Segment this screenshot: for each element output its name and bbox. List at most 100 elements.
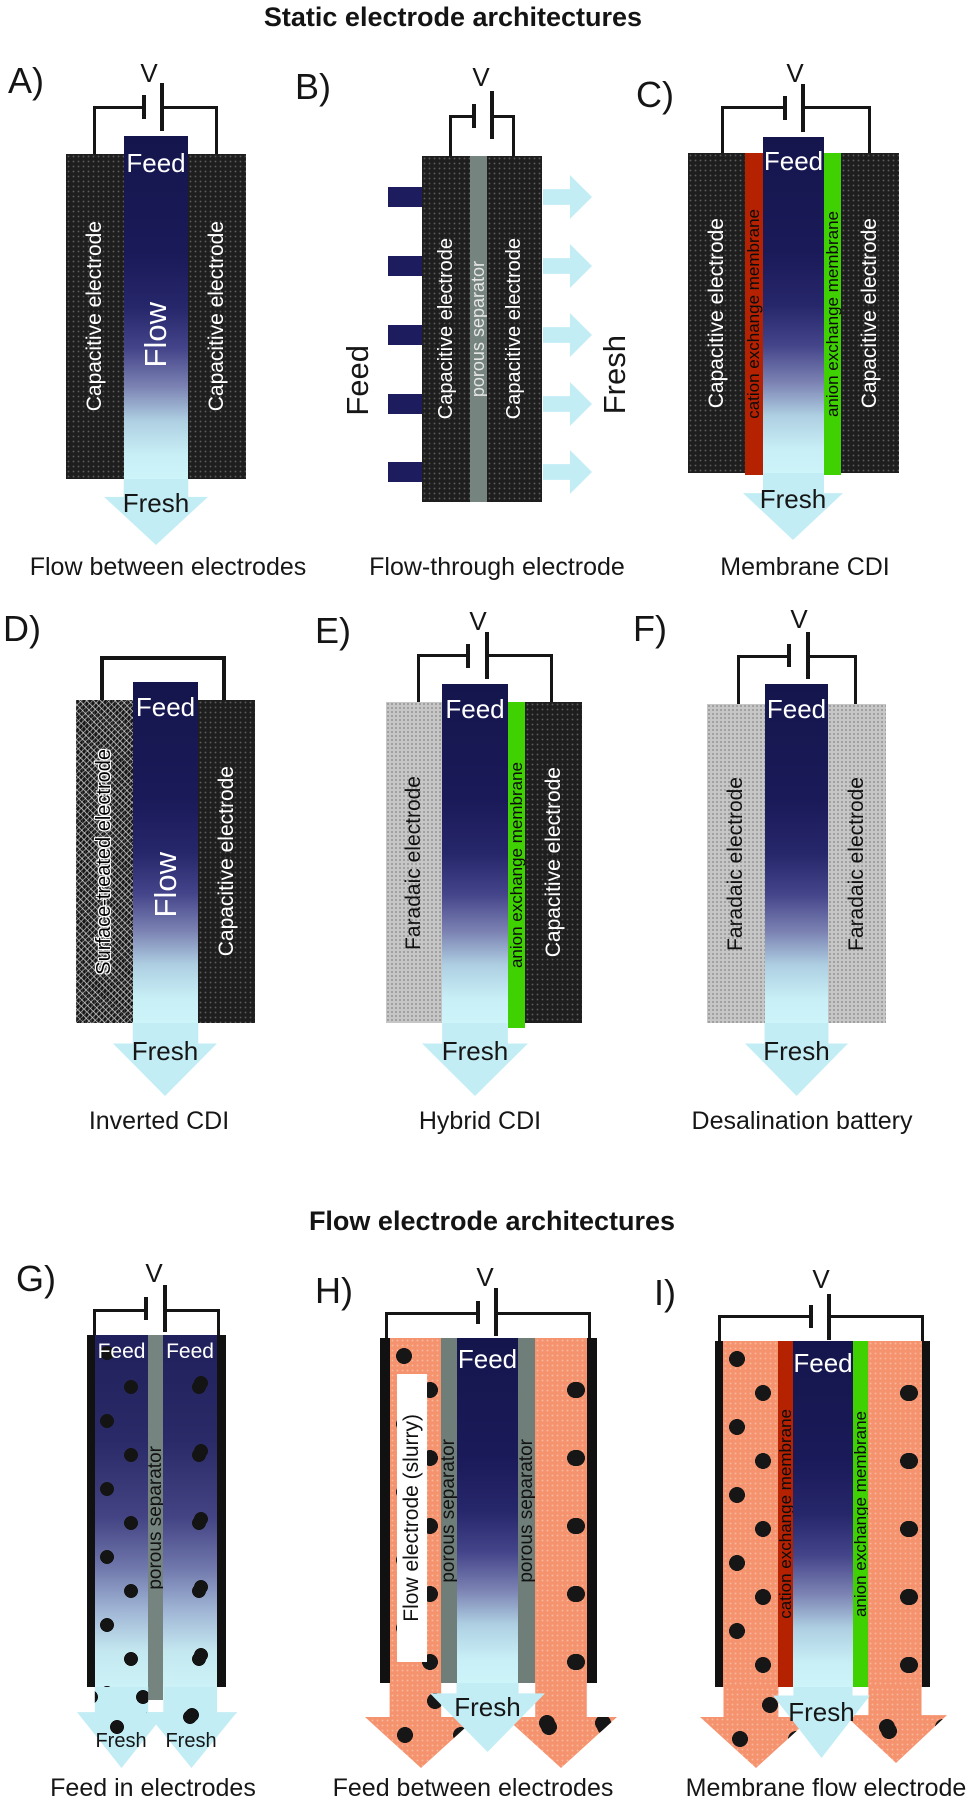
panel-e-caption: Hybrid CDI: [418, 1107, 542, 1135]
feed-flow-channel: [442, 684, 508, 1023]
flow-electrode-slurry-right: [868, 1341, 922, 1687]
feed-label: Feed: [763, 146, 824, 176]
battery-long-plate-icon: [163, 1285, 167, 1332]
battery-short-plate-icon: [142, 95, 146, 119]
porous-separator-right: porous separator: [518, 1338, 535, 1683]
wire-icon: [487, 654, 552, 657]
panel-i-caption: Membrane flow electrode: [685, 1774, 967, 1802]
panel-i-voltage-label: V: [812, 1264, 830, 1294]
battery-long-plate-icon: [827, 1294, 831, 1340]
wire-icon: [93, 106, 142, 109]
current-collector-left: [715, 1341, 723, 1687]
panel-b-caption: Flow-through electrode: [369, 553, 625, 581]
current-collector-left: [380, 1338, 390, 1683]
wire-icon: [222, 656, 226, 700]
flow-label: Flow: [138, 302, 173, 368]
panel-a-caption: Flow between electrodes: [29, 553, 307, 581]
panel-i-letter: I): [654, 1272, 676, 1313]
feed-side-label-wrap: Feed: [338, 300, 378, 460]
panel-f-letter: F): [633, 608, 667, 649]
wire-icon: [93, 1309, 144, 1312]
panel-h-voltage-label: V: [476, 1262, 494, 1292]
panel-b-voltage-label: V: [472, 62, 490, 92]
porous-separator: porous separator: [148, 1335, 163, 1700]
section-title-static: Static electrode architectures: [263, 2, 643, 32]
panel-h-caption: Feed between electrodes: [332, 1774, 614, 1802]
panel-e-letter: E): [315, 610, 351, 651]
battery-short-plate-icon: [787, 644, 791, 667]
panel-g-voltage-label: V: [145, 1258, 163, 1288]
fresh-label: Fresh: [131, 1036, 199, 1066]
membrane-label: anion exchange membrane: [853, 1410, 868, 1618]
membrane-label: cation exchange membrane: [745, 209, 763, 419]
current-collector-right: [217, 1335, 226, 1687]
battery-short-plate-icon: [783, 96, 787, 120]
panel-c-voltage-label: V: [786, 58, 804, 88]
wire-icon: [737, 655, 787, 658]
capacitive-electrode-left: Capacitive electrode: [688, 153, 745, 473]
fresh-arrow-icon: [543, 244, 592, 288]
wire-icon: [385, 1312, 388, 1338]
electrode-label: Faradaic electrode: [845, 776, 868, 951]
wire-icon: [718, 1315, 721, 1341]
fresh-label: Fresh: [597, 335, 632, 415]
panel-b-letter: B): [295, 66, 331, 107]
wire-icon: [496, 1312, 590, 1315]
feed-flow-channel: [793, 1341, 853, 1687]
feed-label: Feed: [135, 692, 196, 722]
panel-h-letter: H): [315, 1270, 353, 1311]
electrode-label: Capacitive electrode: [434, 238, 457, 420]
fresh-label: Fresh: [763, 1036, 830, 1066]
separator-label: porous separator: [518, 1438, 535, 1583]
fresh-label: Fresh: [788, 1697, 855, 1727]
panel-a-letter: A): [8, 60, 44, 101]
wire-icon: [417, 654, 420, 702]
anion-exchange-membrane: anion exchange membrane: [508, 702, 525, 1028]
fresh-label: Fresh: [95, 1730, 147, 1752]
fresh-label: Fresh: [122, 488, 190, 518]
separator-label: porous separator: [441, 1438, 457, 1583]
electrode-label: Capacitive electrode: [541, 767, 565, 958]
separator-label: porous separator: [470, 260, 487, 398]
battery-short-plate-icon: [809, 1305, 813, 1328]
battery-short-plate-icon: [476, 1301, 480, 1324]
membrane-label: anion exchange membrane: [824, 210, 841, 418]
feed-label: Feed: [445, 694, 505, 724]
current-collector-right: [587, 1338, 597, 1683]
battery-long-plate-icon: [806, 632, 810, 679]
wire-icon: [417, 654, 466, 657]
wire-icon: [721, 106, 783, 109]
fresh-arrow-icon: [543, 450, 592, 494]
feed-label: Feed: [340, 344, 375, 416]
fresh-side-label-wrap: Fresh: [596, 300, 634, 450]
wire-icon: [215, 106, 218, 155]
panel-c-caption: Membrane CDI: [720, 553, 890, 581]
feed-label: Feed: [766, 694, 827, 724]
porous-separator-left: porous separator: [441, 1338, 457, 1683]
electrode-label: Capacitive electrode: [503, 238, 525, 420]
fresh-label: Fresh: [165, 1730, 217, 1752]
feed-label: Feed: [126, 148, 186, 178]
anion-exchange-membrane: anion exchange membrane: [853, 1341, 868, 1687]
wire-icon: [550, 654, 553, 702]
wire-icon: [868, 106, 871, 153]
feed-label: Feed: [457, 1344, 518, 1374]
feed-label: Feed: [97, 1340, 146, 1363]
battery-short-plate-icon: [144, 1297, 148, 1320]
battery-short-plate-icon: [472, 104, 476, 128]
battery-long-plate-icon: [485, 632, 489, 679]
fresh-label: Fresh: [759, 484, 827, 514]
fresh-arrow-icon: [543, 382, 592, 426]
section-title-flow: Flow electrode architectures: [308, 1206, 676, 1236]
panel-f-voltage-label: V: [790, 604, 808, 634]
wire-icon: [854, 655, 857, 704]
panel-f-caption: Desalination battery: [691, 1107, 913, 1135]
flow-label-wrap: Flow: [124, 250, 188, 420]
feed-inlet-bar-icon: [388, 394, 422, 414]
flow-electrode-channel-right: [163, 1335, 217, 1687]
feed-flow-channel: [133, 682, 198, 1023]
flow-electrode-slurry-right: [535, 1338, 587, 1683]
battery-long-plate-icon: [494, 1288, 498, 1336]
capacitive-electrode-left: Capacitive electrode: [422, 156, 470, 502]
wire-icon: [718, 1315, 809, 1318]
